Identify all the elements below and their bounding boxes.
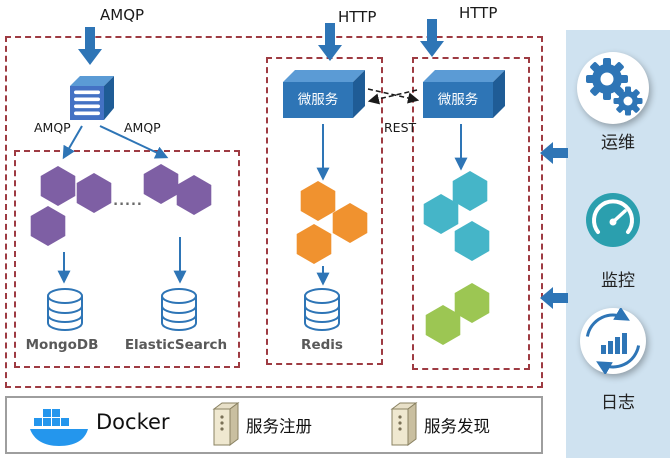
monitor-label: 监控: [601, 271, 635, 291]
service-registry-server-icon: [212, 402, 240, 446]
db-disk-line-2: [47, 314, 83, 323]
server-side-face: [229, 402, 239, 446]
db-top: [304, 288, 340, 304]
ms-top-face: [423, 70, 505, 82]
microservice-3d-icon: [423, 70, 505, 118]
db-disk-line-2: [161, 314, 197, 323]
elasticsearch-label: ElasticSearch: [124, 337, 228, 353]
server-front-face: [391, 408, 409, 446]
message-queue-icon: [70, 76, 114, 120]
container-2: [43, 418, 51, 426]
queue-slot-1: [74, 90, 100, 95]
container-4: [61, 418, 69, 426]
logs-circle: [580, 308, 646, 374]
ops-label: 运维: [601, 133, 635, 153]
http-down-arrow-2-icon: [420, 19, 444, 57]
microservice1-dashed-box: [266, 57, 383, 365]
server-dot-1: [398, 415, 402, 419]
down-arrow-shape: [420, 19, 444, 57]
queue-slot-2: [74, 97, 100, 102]
ms-top-face: [283, 70, 365, 82]
bar-3: [615, 337, 620, 354]
server-dot-2: [398, 421, 402, 425]
amqp-down-arrow-icon: [78, 27, 102, 65]
service-discovery-server-icon: [390, 402, 418, 446]
container-1: [34, 418, 42, 426]
container-3: [52, 418, 60, 426]
logs-label: 日志: [601, 393, 635, 413]
gears-icon: [586, 58, 643, 116]
whale-body: [30, 429, 88, 446]
monitoring-panel: 运维 监控: [566, 30, 670, 458]
mongodb-label: MongoDB: [25, 337, 99, 353]
server-dot-3: [398, 427, 402, 431]
db-top: [161, 288, 197, 304]
service-registry-label: 服务注册: [246, 417, 312, 436]
down-arrow-shape: [78, 27, 102, 65]
storage-dashed-box: [14, 150, 240, 368]
server-front-face: [213, 408, 231, 446]
mongodb-database-icon: [47, 288, 83, 331]
db-top: [47, 288, 83, 304]
hex-ellipsis-label: .....: [113, 194, 143, 209]
container-5: [43, 409, 51, 417]
server-dot-1: [220, 415, 224, 419]
db-disk-line-2: [304, 314, 340, 323]
cycle-arrow-bottom: [596, 345, 641, 374]
db-disk-line-1: [161, 305, 197, 314]
ms-front-face: [283, 82, 353, 118]
db-disk-line-1: [304, 305, 340, 314]
http-label-1: HTTP: [338, 8, 377, 26]
panel-left-arrow-1-icon: [540, 142, 568, 164]
elasticsearch-database-icon: [161, 288, 197, 331]
gear-small: [613, 86, 643, 116]
microservice-3d-icon: [283, 70, 365, 118]
queue-slot-4: [74, 111, 100, 116]
gauge-dial: [592, 199, 634, 234]
http-label-2: HTTP: [459, 4, 498, 22]
rest-label: REST: [384, 120, 417, 135]
legend-box: [5, 396, 543, 454]
ops-circle: [577, 52, 649, 124]
outer-dashed-container: [5, 36, 543, 388]
microservice-box-1: 微服务: [283, 70, 365, 118]
gauge-icon: [586, 193, 640, 247]
bar-4: [622, 333, 627, 354]
amqp-right-label: AMQP: [124, 120, 161, 135]
cycle-arrow-top: [585, 308, 630, 337]
docker-whale-icon: [30, 409, 88, 446]
ms-side-face: [353, 70, 365, 118]
microservice-box-2: 微服务: [423, 70, 505, 118]
server-side-face: [407, 402, 417, 446]
queue-slot-3: [74, 104, 100, 109]
left-arrow-shape: [540, 287, 568, 309]
microservice-2-label: 微服务: [437, 92, 479, 108]
monitor-circle: [585, 192, 641, 248]
docker-label: Docker: [96, 410, 170, 434]
container-6: [52, 409, 60, 417]
server-dot-2: [220, 421, 224, 425]
down-arrow-shape: [318, 23, 342, 61]
left-arrow-shape: [540, 142, 568, 164]
amqp-left-label: AMQP: [34, 120, 71, 135]
panel-left-arrow-2-icon: [540, 287, 568, 309]
log-chart-icon: [585, 308, 641, 374]
ms-front-face: [423, 82, 493, 118]
queue-top-face: [70, 76, 114, 86]
bar-1: [601, 345, 606, 354]
http-down-arrow-1-icon: [318, 23, 342, 61]
ms-side-face: [493, 70, 505, 118]
server-dot-3: [220, 427, 224, 431]
amqp-top-label: AMQP: [100, 6, 145, 24]
queue-side-face: [104, 76, 114, 120]
redis-label: Redis: [301, 337, 343, 353]
db-disk-line-1: [47, 305, 83, 314]
redis-database-icon: [304, 288, 340, 331]
microservice2-dashed-box: [412, 57, 530, 370]
microservice-1-label: 微服务: [297, 92, 339, 108]
bar-2: [608, 341, 613, 354]
gauge-hub: [609, 218, 617, 226]
service-discovery-label: 服务发现: [424, 417, 490, 436]
